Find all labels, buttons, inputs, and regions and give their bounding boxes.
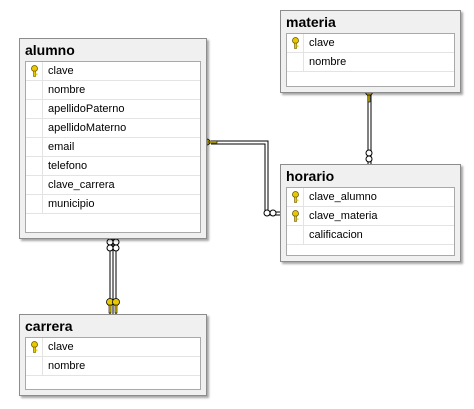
column-name: clave [309,37,335,49]
key-icon [106,298,120,314]
column-name: clave [48,341,74,353]
column-row[interactable]: nombre [287,53,454,72]
key-column-cell [287,188,304,206]
column-row[interactable]: clave [26,62,200,81]
column-list: clave nombre [286,33,455,87]
column-name: telefono [48,160,88,172]
column-name: calificacion [309,229,363,241]
key-column-cell [287,207,304,225]
relationship-alumno-horario [211,140,280,216]
column-row[interactable]: email [26,138,200,157]
column-row[interactable]: apellidoMaterno [26,119,200,138]
column-row[interactable]: nombre [26,81,200,100]
column-name: clave_materia [309,210,378,222]
column-row[interactable]: calificacion [287,226,454,245]
column-row[interactable]: telefono [26,157,200,176]
infinity-icon [263,209,277,217]
table-title: materia [286,14,336,30]
key-column-cell [26,338,43,356]
column-name: apellidoPaterno [48,103,125,115]
infinity-icon [106,238,120,252]
key-column-cell [287,53,304,71]
key-column-cell [287,34,304,52]
key-column-cell [26,195,43,213]
column-name: municipio [48,198,95,210]
table-title: carrera [25,318,73,334]
key-column-cell [26,100,43,118]
table-title: alumno [25,42,75,58]
column-list: clave nombre [25,337,201,390]
key-column-cell [26,119,43,137]
table-materia[interactable]: materia clave nombre [280,10,461,93]
key-column-cell [26,176,43,194]
table-alumno[interactable]: alumno clave nombre apellidoPaterno apellid… [19,38,207,239]
column-row[interactable]: clave_alumno [287,188,454,207]
column-name: nombre [48,360,86,372]
key-column-cell [26,81,43,99]
column-name: nombre [48,84,86,96]
column-name: apellidoMaterno [48,122,127,134]
column-row[interactable]: nombre [26,357,200,376]
key-column-cell [26,157,43,175]
column-list: clave_alumno clave_materia calificacion [286,187,455,256]
column-row[interactable]: municipio [26,195,200,214]
column-list: clave nombre apellidoPaterno apellidoMatern… [25,61,201,233]
table-title: horario [286,168,335,184]
key-column-cell [26,62,43,80]
key-column-cell [287,226,304,244]
key-column-cell [26,357,43,375]
column-row[interactable]: clave_materia [287,207,454,226]
table-carrera[interactable]: carrera clave nombre [19,314,207,396]
key-column-cell [26,138,43,156]
column-row[interactable]: apellidoPaterno [26,100,200,119]
column-row[interactable]: clave_carrera [26,176,200,195]
column-name: clave_carrera [48,179,115,191]
column-name: clave [48,65,74,77]
column-row[interactable]: clave [287,34,454,53]
column-name: nombre [309,56,347,68]
column-row[interactable]: clave [26,338,200,357]
column-name: email [48,141,75,153]
column-name: clave_alumno [309,191,377,203]
infinity-icon [365,149,373,163]
